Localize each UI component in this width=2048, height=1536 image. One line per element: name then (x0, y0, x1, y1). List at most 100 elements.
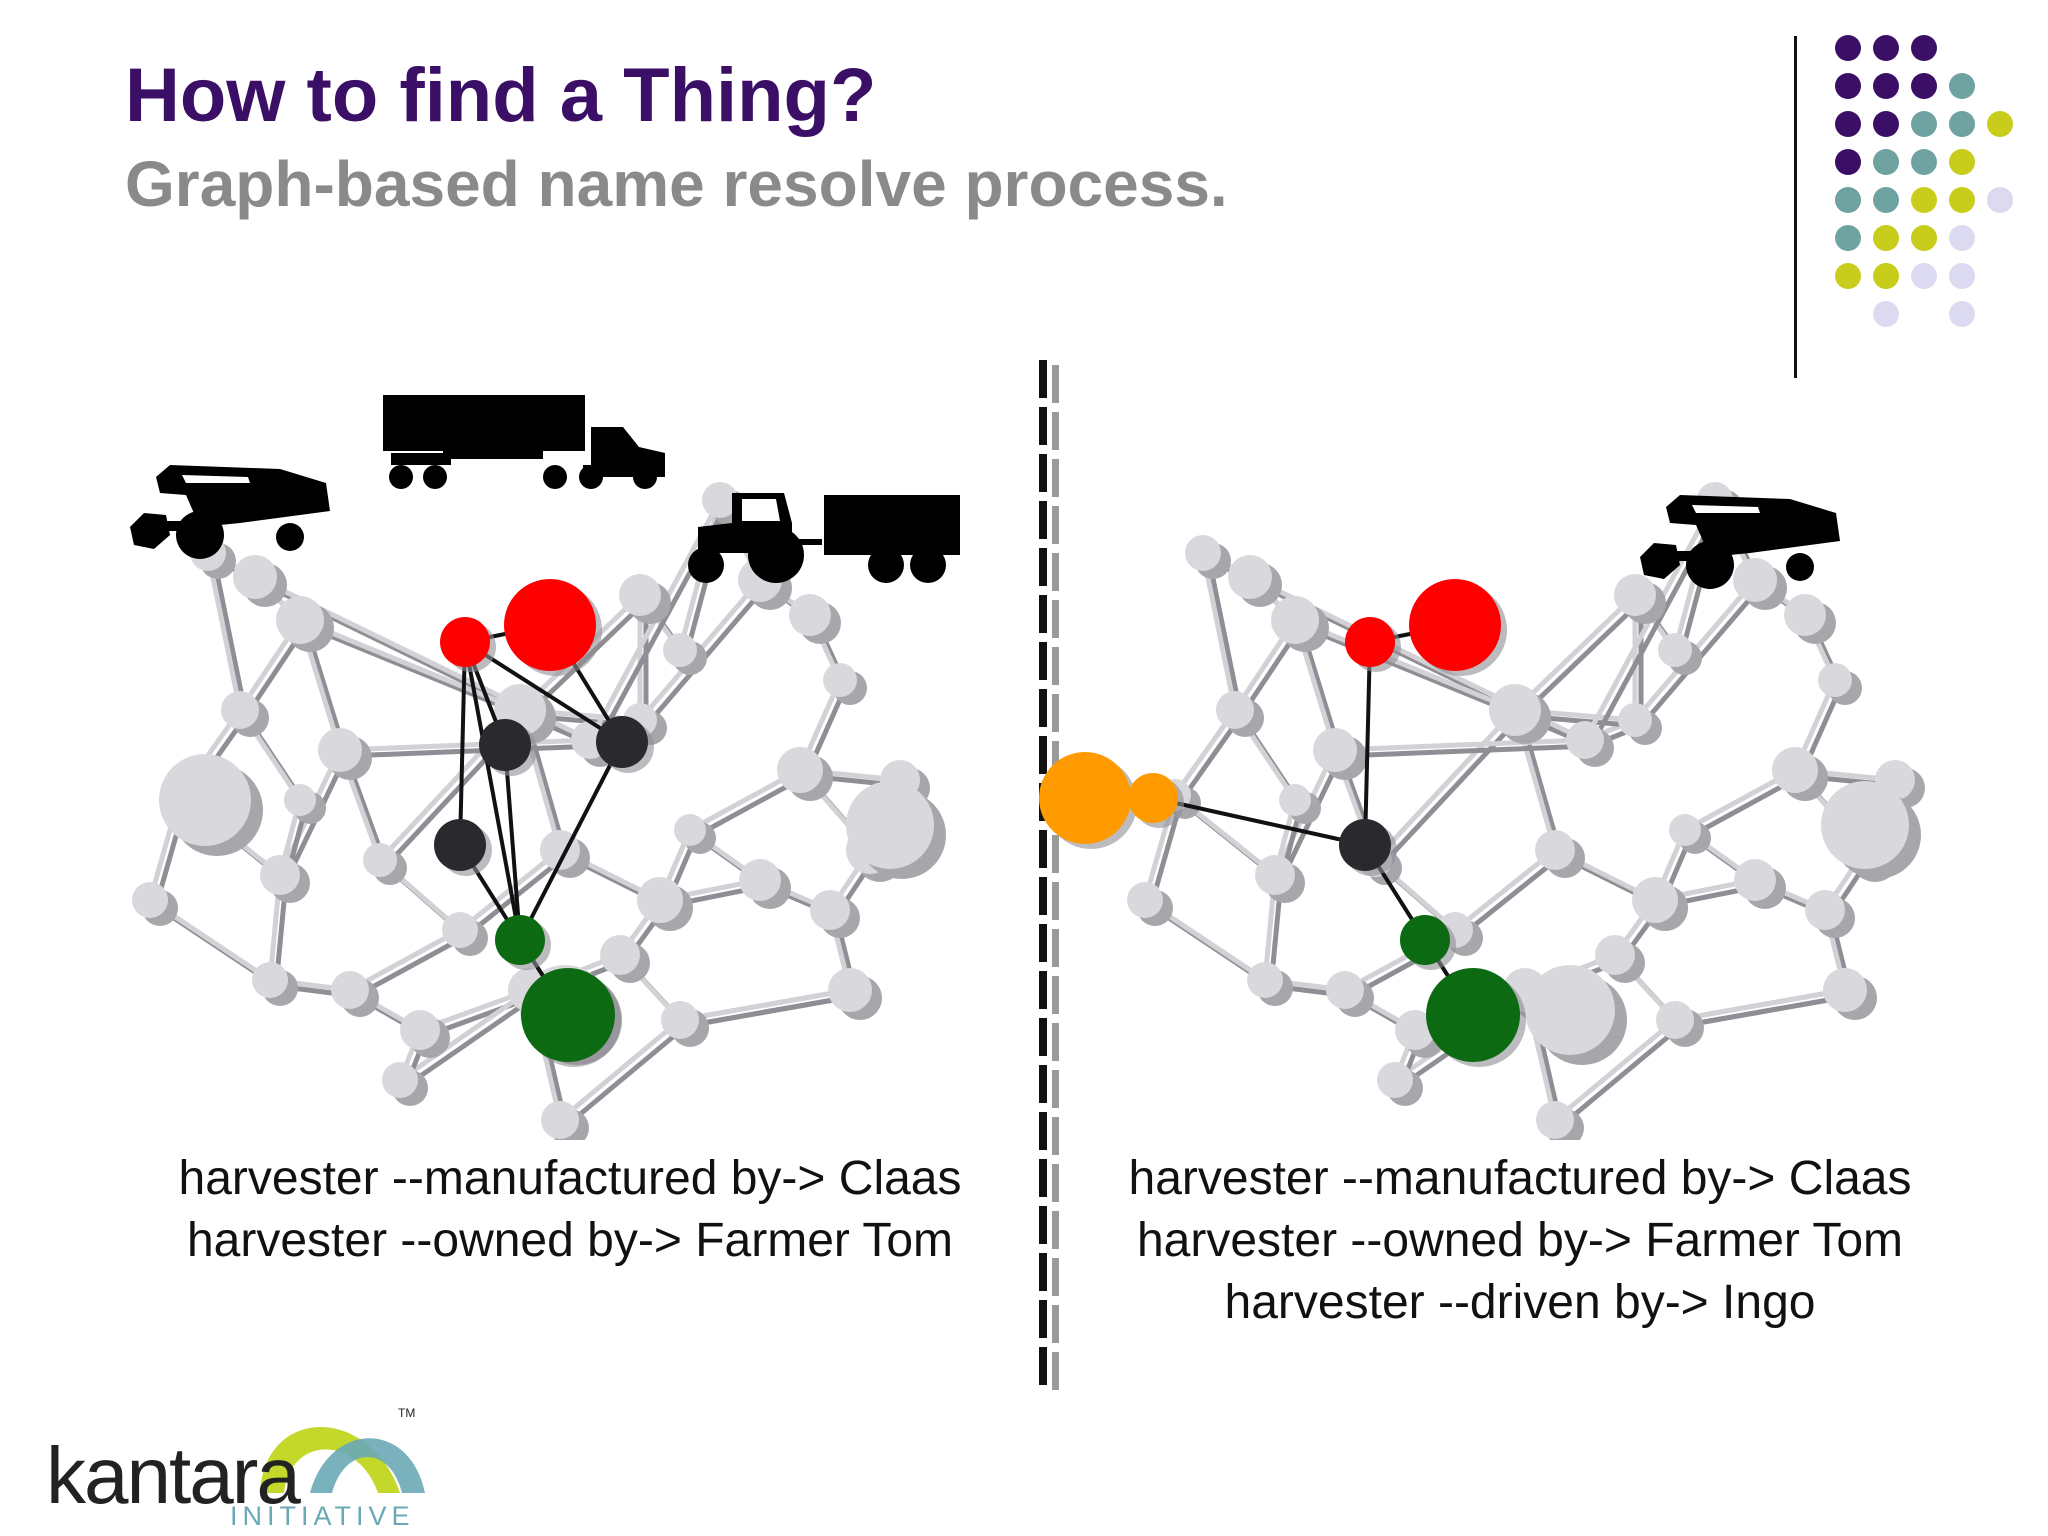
graph-edge-shadow (1519, 599, 1643, 718)
divider-dash-shadow (1052, 1070, 1059, 1108)
divider-dash-shadow (1052, 835, 1059, 873)
caption-line: harvester --driven by-> Ingo (1224, 1276, 1816, 1329)
graph-node (1377, 1062, 1413, 1098)
graph-node (1279, 784, 1311, 816)
graph-edge (1200, 552, 1238, 711)
divider-dash (1039, 360, 1047, 398)
graph-edge-shadow (1459, 854, 1563, 938)
logo-trademark: TM (398, 1406, 415, 1420)
red-small-node (440, 617, 490, 667)
graph-right (1039, 482, 1925, 1140)
caption-line: harvester --owned by-> Farmer Tom (1136, 1214, 1904, 1267)
caption-line: harvester --manufactured by-> Claas (1128, 1152, 1912, 1205)
divider-dash-shadow (1052, 1211, 1059, 1249)
graph-node (442, 912, 478, 948)
corner-divider-line (1794, 36, 1797, 378)
divider-dash (1039, 642, 1047, 680)
graph-node (1489, 684, 1541, 736)
graph-node (674, 814, 706, 846)
divider-dash (1039, 1159, 1047, 1197)
graph-node (1536, 1101, 1574, 1139)
graph-node (600, 935, 640, 975)
combine-harvester-icon (130, 465, 330, 559)
graph-node (1618, 703, 1652, 737)
divider-dash-shadow (1052, 1164, 1059, 1202)
graph-node (221, 691, 259, 729)
divider-dash (1039, 501, 1047, 539)
graph-hub-node (1821, 781, 1909, 869)
decorative-dot (1911, 111, 1937, 137)
graph-special-nodes (1039, 579, 1526, 1067)
decorative-dot (1835, 225, 1861, 251)
divider-dash-shadow (1052, 1258, 1059, 1296)
graph-edge (205, 552, 243, 711)
caption-line: harvester --owned by-> Farmer Tom (186, 1214, 954, 1267)
logo-arc-teal (310, 1438, 425, 1493)
graph-node (739, 859, 781, 901)
decorative-dot (1873, 111, 1899, 137)
divider-dash-shadow (1052, 365, 1059, 403)
graph-node (789, 594, 831, 636)
divider-dash-shadow (1052, 1352, 1059, 1390)
highlight-edge (1363, 641, 1372, 846)
decorative-dot (1987, 111, 2013, 137)
tractor-trailer-icon (688, 493, 960, 583)
graph-node (663, 633, 697, 667)
graph-node (276, 596, 324, 644)
graph-node (1733, 558, 1777, 602)
divider-dash-shadow (1052, 1117, 1059, 1155)
decorative-dot (1873, 301, 1899, 327)
graph-node (1823, 968, 1867, 1012)
decorative-dot (1949, 301, 1975, 327)
graph-hub-node (846, 781, 934, 869)
highlight-edge (518, 741, 624, 941)
graph-node (1784, 594, 1826, 636)
slide-subtitle: Graph-based name resolve process. (125, 148, 1228, 220)
divider-dash-shadow (1052, 647, 1059, 685)
dark-c-node (434, 819, 486, 871)
graph-node (1818, 663, 1852, 697)
divider-dash (1039, 689, 1047, 727)
graph-node (331, 971, 369, 1009)
decorative-dot (1987, 187, 2013, 213)
divider-dash-shadow (1052, 412, 1059, 450)
graph-node (1669, 814, 1701, 846)
decorative-dot (1835, 35, 1861, 61)
graph-node (318, 728, 362, 772)
decorative-dot (1873, 225, 1899, 251)
divider-dash (1039, 595, 1047, 633)
combine-harvester-icon (1640, 495, 1840, 589)
decorative-dot (1911, 225, 1937, 251)
graph-node (823, 663, 857, 697)
dark-b-node (596, 716, 648, 768)
divider-dash-shadow (1052, 929, 1059, 967)
graph-node (1614, 574, 1656, 616)
graph-hub-node (1525, 965, 1615, 1055)
decorative-dot (1949, 187, 1975, 213)
graph-node (1216, 691, 1254, 729)
divider-dash-shadow (1052, 976, 1059, 1014)
graph-edge (339, 737, 591, 753)
decorative-dot (1949, 111, 1975, 137)
divider-dash (1039, 877, 1047, 915)
logo-wordmark: kantara (46, 1431, 301, 1520)
graph-node (1313, 728, 1357, 772)
graph-edge (299, 617, 521, 713)
graph-edge-shadow (211, 558, 249, 717)
semi-truck-icon (383, 395, 665, 489)
graph-edge (558, 1018, 682, 1122)
logo-tagline: INITIATIVE (230, 1501, 415, 1525)
graph-edge-shadow (564, 1024, 688, 1128)
graph-node (382, 1062, 418, 1098)
decorative-dot (1835, 187, 1861, 213)
decorative-dot (1911, 263, 1937, 289)
highlight-edge (503, 744, 522, 941)
decorative-dot (1949, 73, 1975, 99)
graph-node (1228, 555, 1272, 599)
caption-left: harvester --manufactured by-> Claas harv… (90, 1148, 1050, 1272)
divider-dash (1039, 1065, 1047, 1103)
decorative-dot (1873, 73, 1899, 99)
graph-edge (398, 987, 532, 1083)
graph-node (1326, 971, 1364, 1009)
slide-title: How to find a Thing? (125, 53, 877, 138)
